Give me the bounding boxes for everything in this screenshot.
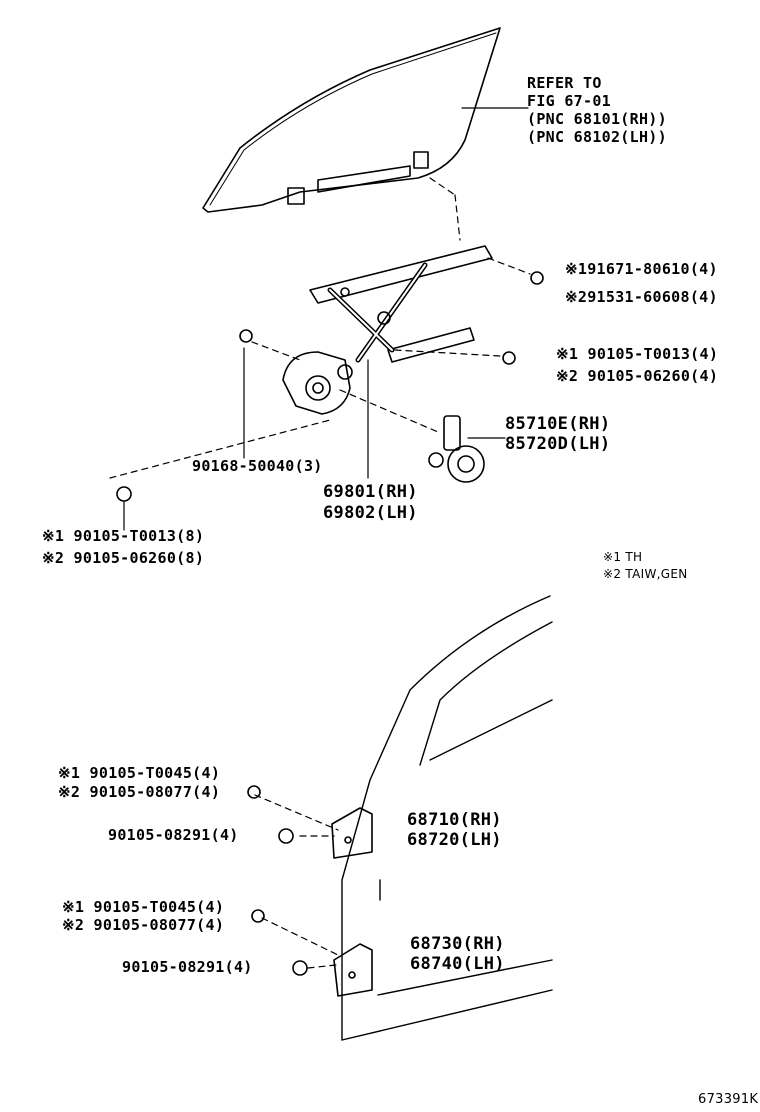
callout-91531: ※291531-60608(4) xyxy=(565,288,718,306)
door-hinge-lower xyxy=(333,943,373,997)
door-body-outline xyxy=(341,595,553,1041)
refer-line-4: (PNC 68102(LH)) xyxy=(527,128,667,146)
callout-t0013-a: ※1 90105-T0013(4) xyxy=(556,345,719,363)
callout-regulator-rh: 69801(RH) xyxy=(323,482,418,502)
callout-lower-08291: 90105-08291(4) xyxy=(122,958,253,976)
callout-50040: 90168-50040(3) xyxy=(192,457,323,475)
regulator-gear-plate xyxy=(282,351,353,415)
callout-hinge-upper-rh: 68710(RH) xyxy=(407,810,502,830)
refer-line-3: (PNC 68101(RH)) xyxy=(527,110,667,128)
refer-line-2: FIG 67-01 xyxy=(527,92,611,110)
callout-regulator-lh: 69802(LH) xyxy=(323,503,418,523)
callout-06260-a: ※2 90105-06260(4) xyxy=(556,367,719,385)
callout-06260-b: ※2 90105-06260(8) xyxy=(42,549,205,567)
callout-t0013-b: ※1 90105-T0013(8) xyxy=(42,527,205,545)
refer-to-note: REFER TO FIG 67-01 (PNC 68101(RH)) (PNC … xyxy=(527,74,667,146)
door-hinge-upper xyxy=(331,807,373,859)
callout-motor-rh: 85710E(RH) xyxy=(505,414,611,434)
callout-upper-08077: ※2 90105-08077(4) xyxy=(58,783,221,801)
bolt-icons xyxy=(116,271,544,976)
window-motor xyxy=(428,415,506,483)
callout-lower-08077: ※2 90105-08077(4) xyxy=(62,916,225,934)
window-regulator xyxy=(243,245,493,479)
callout-91671: ※191671-80610(4) xyxy=(565,260,718,278)
dashed-leaders xyxy=(109,177,531,969)
callout-hinge-lower-rh: 68730(RH) xyxy=(410,934,505,954)
callout-lower-t0045: ※1 90105-T0045(4) xyxy=(62,898,225,916)
callout-hinge-lower-lh: 68740(LH) xyxy=(410,954,505,974)
door-glass xyxy=(202,27,529,213)
figure-id: 673391K xyxy=(698,1092,759,1107)
callout-upper-t0045: ※1 90105-T0045(4) xyxy=(58,764,221,782)
callout-hinge-upper-lh: 68720(LH) xyxy=(407,830,502,850)
legend-note-2: ※2 TAIW,GEN xyxy=(603,567,688,581)
callout-upper-08291: 90105-08291(4) xyxy=(108,826,239,844)
legend-note-1: ※1 TH xyxy=(603,550,643,564)
callout-motor-lh: 85720D(LH) xyxy=(505,434,611,454)
refer-line-1: REFER TO xyxy=(527,74,602,92)
